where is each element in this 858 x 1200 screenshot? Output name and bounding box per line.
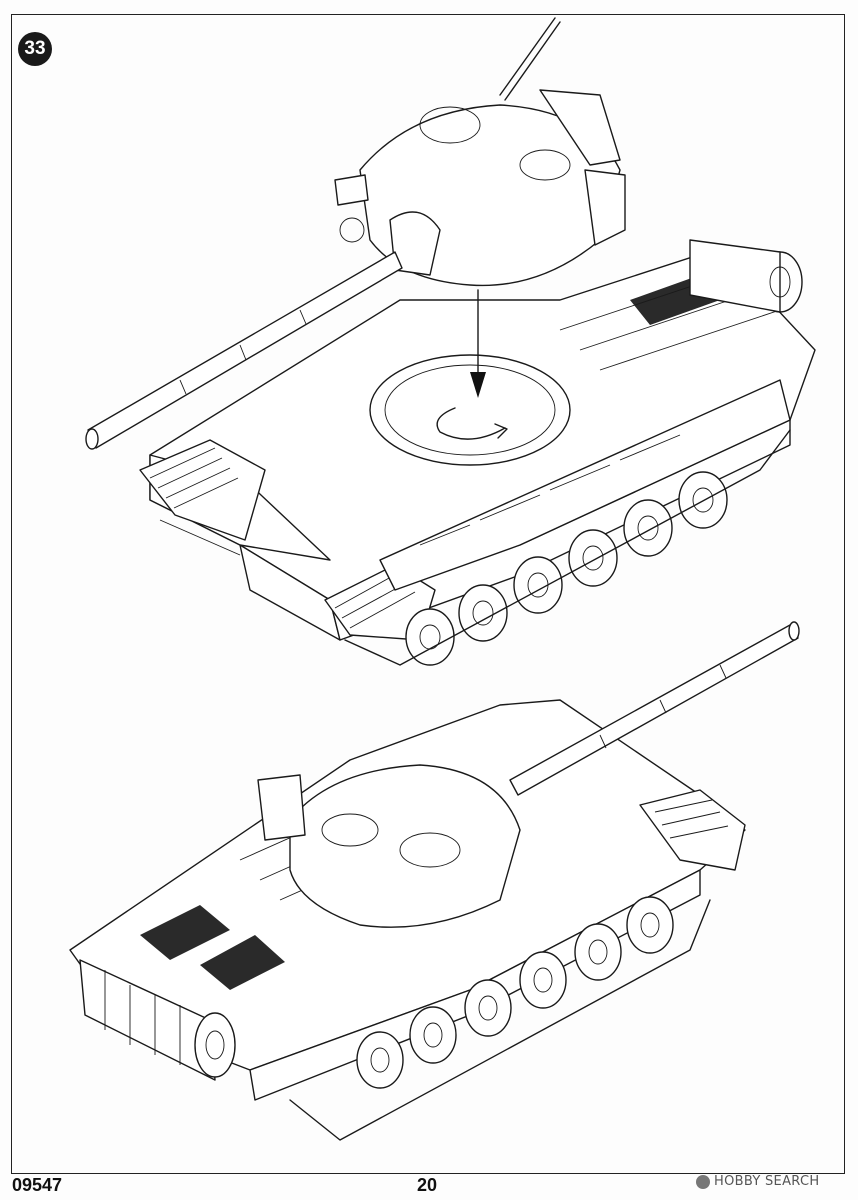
- page-frame: [11, 14, 845, 1174]
- watermark: HOBBY SEARCH: [696, 1174, 819, 1189]
- down-arrow: [470, 289, 486, 398]
- turret-upper: [85, 17, 626, 450]
- road-wheels-lower: [356, 896, 674, 1089]
- watermark-text: HOBBY SEARCH: [714, 1174, 820, 1189]
- turret-lower: [257, 621, 800, 928]
- hobby-search-logo-icon: [696, 1174, 710, 1189]
- page-number: 20: [417, 1175, 438, 1195]
- fuel-drums: [79, 959, 236, 1081]
- step-number-badge: 33: [18, 32, 52, 66]
- kit-code: 09547: [12, 1175, 63, 1195]
- road-wheels-upper: [405, 471, 728, 666]
- hull-upper: [139, 239, 816, 666]
